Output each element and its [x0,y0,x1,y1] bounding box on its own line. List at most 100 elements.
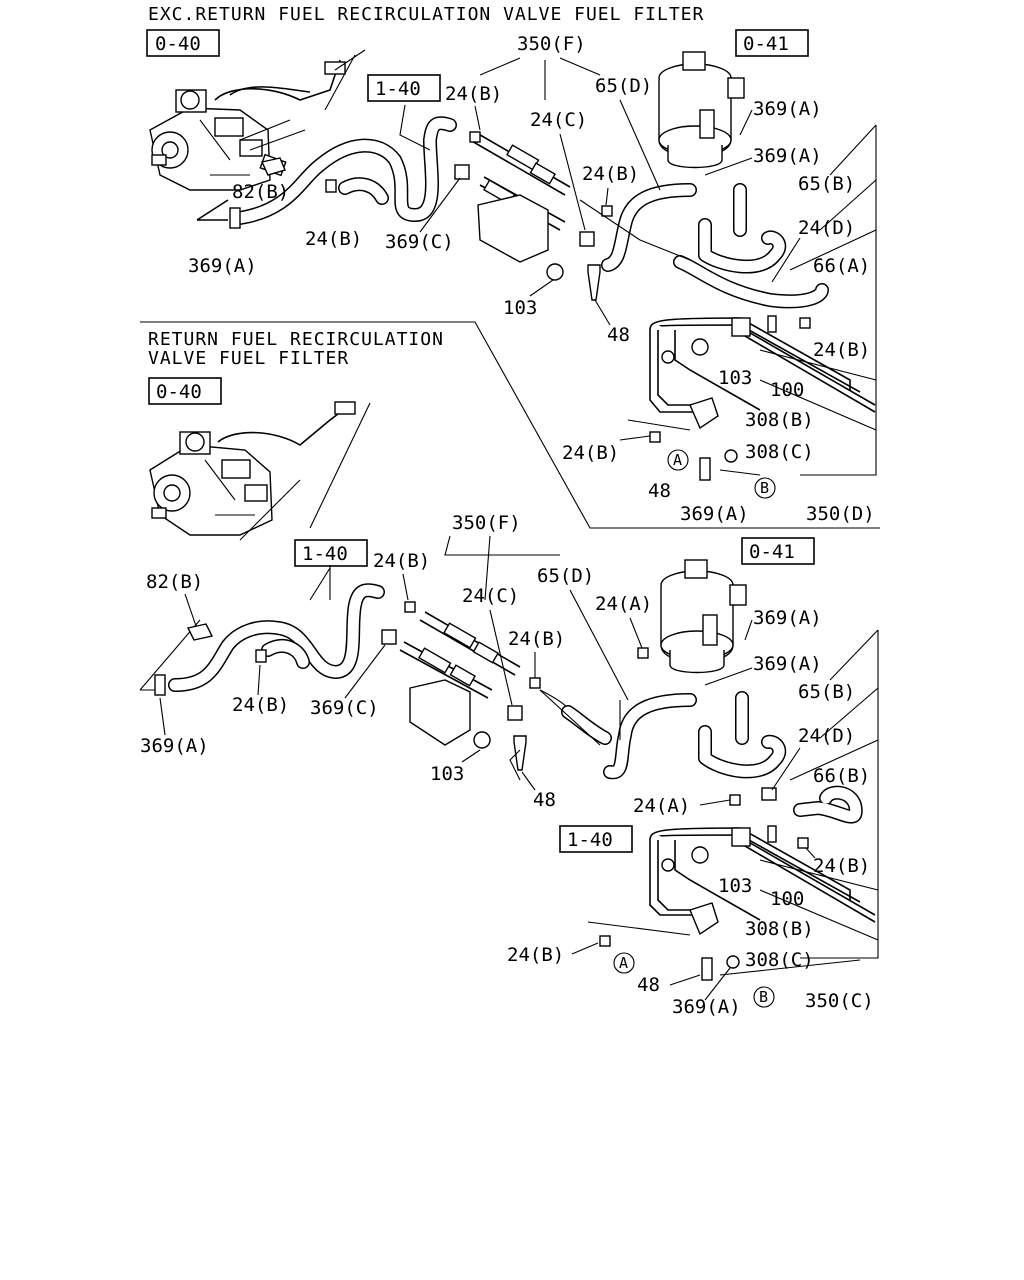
label-24b-a-top: 24(B) [562,442,619,464]
label-103b-top: 103 [718,367,752,389]
label-65b-b: 65(B) [798,681,855,703]
ref-box-1-40-b2[interactable] [559,825,633,853]
label-24b-3-b: 24(B) [508,628,565,650]
ref-box-1-40[interactable] [367,74,441,102]
pipe-bundle-bottom [649,825,876,981]
label-369a-2-b: 369(A) [753,653,822,675]
label-350d: 350(D) [806,503,875,525]
ref-0-40-label: 0-40 [155,33,201,55]
clamp-24b-3-b[interactable] [529,677,541,689]
label-103-top: 103 [503,297,537,319]
label-350f-b: 350(F) [452,512,521,534]
ref-box-0-40[interactable] [146,29,220,57]
clamp-24b-3-top[interactable] [601,205,613,217]
label-369c-top: 369(C) [385,231,454,253]
bolt-48-top[interactable] [587,264,601,301]
ref-box-0-41[interactable] [735,29,809,57]
label-24b-3-top: 24(B) [582,163,639,185]
clamp-24b-r-b[interactable] [797,837,809,849]
nut-103-bottom[interactable] [473,731,491,749]
clamp-369c-b[interactable] [381,629,397,645]
hose-65b-top [698,183,787,274]
ref-box-1-40-b1[interactable] [294,539,368,567]
bracket-bottom [409,679,471,746]
label-48b-b: 48 [637,974,660,996]
label-65b-top: 65(B) [798,173,855,195]
marker-a-bottom [613,952,635,974]
label-369a-1-b: 369(A) [753,607,822,629]
section-bottom: RETURN FUEL RECIRCULATION VALVE FUEL FIL… [139,329,879,1018]
title-bottom-2: VALVE FUEL FILTER [148,348,349,369]
clip-82b-top[interactable] [261,157,286,176]
clamp-24b-2-b[interactable] [255,649,267,663]
label-369a-b-top: 369(A) [680,503,749,525]
pipe-bundle-top [649,315,876,481]
label-48-top: 48 [607,324,630,346]
marker-b-top-label: B [760,479,769,497]
label-48b-top: 48 [648,480,671,502]
label-308b-b: 308(B) [745,918,814,940]
label-24c-b: 24(C) [462,585,519,607]
label-350c: 350(C) [805,990,874,1012]
clamp-24c-top[interactable] [579,231,595,247]
clamp-24a-1-b[interactable] [637,647,649,659]
marker-a-bottom-label: A [619,954,628,972]
hose-1-40-top [233,116,457,225]
label-66b-b: 66(B) [813,765,870,787]
bracket-top [477,194,549,263]
clamp-24b-1-top[interactable] [469,131,481,143]
ref-box-0-41-b[interactable] [741,537,815,565]
hose-1-40-bottom [168,583,385,692]
clamp-24b-r-top[interactable] [799,317,811,329]
clamp-24d-b[interactable] [761,787,777,801]
label-24b-2-top: 24(B) [305,228,362,250]
hose-65d-bottom [603,693,697,780]
label-24b-2-b: 24(B) [232,694,289,716]
label-369c-b: 369(C) [310,697,379,719]
marker-b-bottom-label: B [759,988,768,1006]
nut-103-top[interactable] [546,263,564,281]
clip-369a-left[interactable] [229,207,241,229]
label-24c-top: 24(C) [530,109,587,131]
ref-0-41-label: 0-41 [743,33,789,55]
clamp-24b-a-b[interactable] [599,935,611,947]
ref-1-40-label: 1-40 [375,78,421,100]
clamp-24b-1-b[interactable] [404,601,416,613]
hose-66b-bottom [793,785,863,824]
label-103-b: 103 [430,763,464,785]
label-100-b: 100 [770,888,804,910]
ref-0-41-b-label: 0-41 [749,541,795,563]
hose-65d-top [601,183,697,272]
label-48-b: 48 [533,789,556,811]
label-308c-b: 308(C) [745,949,814,971]
marker-a-top [667,449,689,471]
clip-82b-bottom[interactable] [186,623,214,641]
marker-a-top-label: A [673,451,682,469]
label-100-top: 100 [770,379,804,401]
pipe-350f-bottom [399,611,521,699]
clip-369a-left-b[interactable] [154,674,166,696]
clamp-369c-top[interactable] [454,164,470,180]
marker-b-bottom [753,986,775,1008]
hose-65b-bottom [698,691,787,779]
label-82b-b: 82(B) [146,571,203,593]
ref-box-0-40-b[interactable] [148,377,222,405]
ref-1-40-b1-label: 1-40 [302,543,348,565]
clamp-24a-2-b[interactable] [729,794,741,806]
fuel-filter-top [658,51,745,169]
label-308c-top: 308(C) [745,441,814,463]
label-369a-left-b: 369(A) [140,735,209,757]
section-top: EXC.RETURN FUEL RECIRCULATION VALVE FUEL… [140,4,880,529]
ref-0-40-b-label: 0-40 [156,381,202,403]
clamp-24b-2-top[interactable] [325,179,337,193]
label-369a-1-top: 369(A) [753,98,822,120]
clamp-24c-b[interactable] [507,705,523,721]
label-350f-top: 350(F) [517,33,586,55]
clamp-24b-a-top[interactable] [649,431,661,443]
label-65d-top: 65(D) [595,75,652,97]
bolt-48-bottom[interactable] [513,735,527,771]
label-24a-1-b: 24(A) [595,593,652,615]
hose-66a-top [673,255,829,309]
label-24b-1-top: 24(B) [445,83,502,105]
